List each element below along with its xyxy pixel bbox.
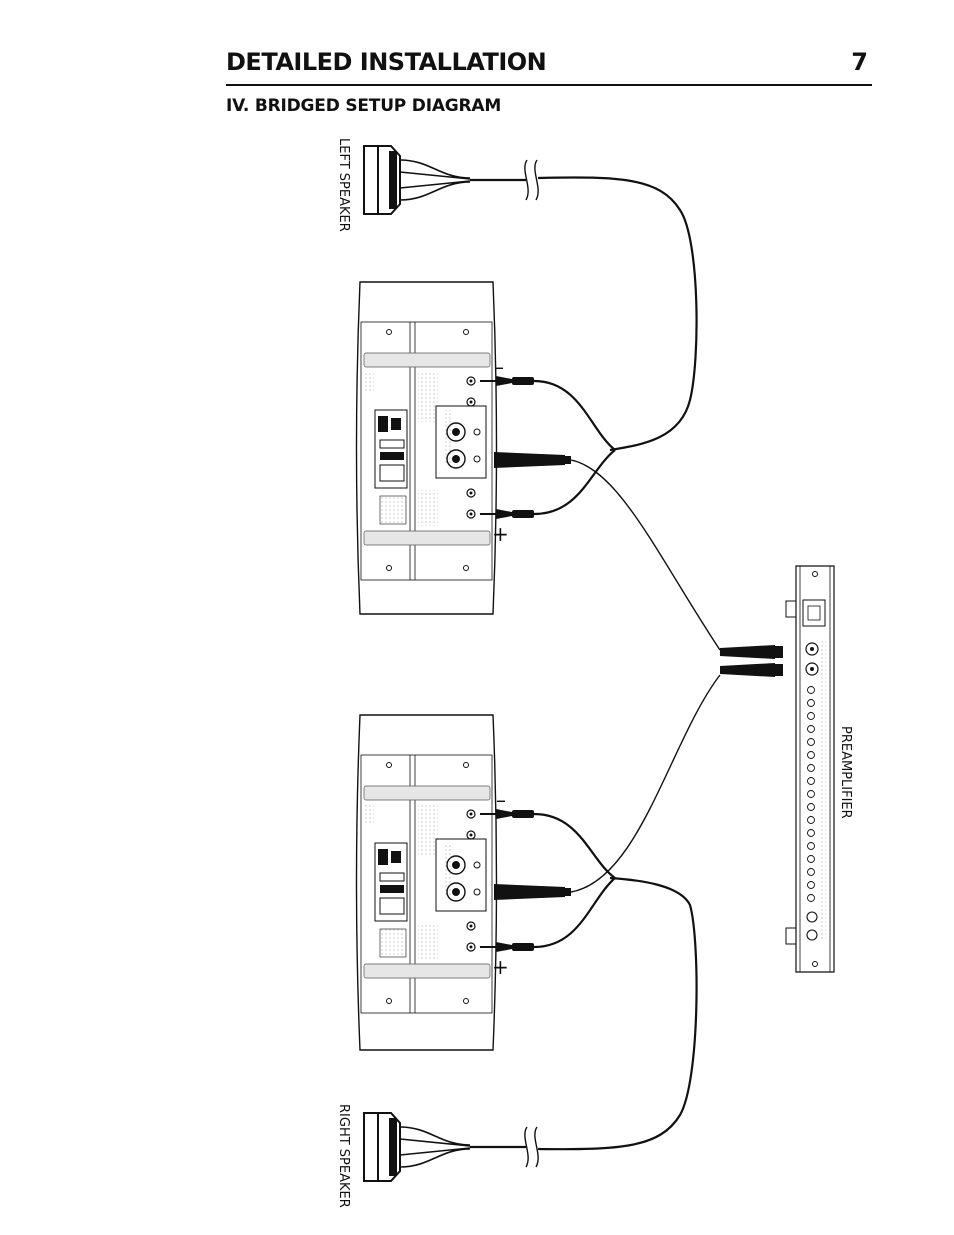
- amp-bottom-plus-sign: +: [492, 955, 509, 979]
- amp-bottom-speaker-plugs: [480, 809, 616, 952]
- amp-top-plus-sign: +: [492, 522, 509, 546]
- left-speaker: [363, 145, 471, 215]
- right-speaker-cable: [470, 876, 698, 1168]
- left-speaker-cable: [470, 159, 698, 452]
- right-speaker-label: RIGHT SPEAKER: [336, 1104, 351, 1208]
- amp-top-xlr-plug: [494, 452, 721, 651]
- amplifier-top: [355, 281, 498, 615]
- page-number: 7: [851, 48, 868, 76]
- right-speaker: [363, 1112, 471, 1182]
- amp-bottom-xlr-plug: [494, 674, 721, 900]
- amplifier-bottom: [355, 714, 498, 1051]
- preamplifier-label: PREAMPLIFIER: [838, 726, 853, 819]
- page-header: DETAILED INSTALLATION 7: [226, 46, 872, 86]
- amp-top-minus-sign: –: [494, 355, 504, 379]
- page-title: DETAILED INSTALLATION: [226, 48, 547, 76]
- amp-top-speaker-plugs: [480, 376, 616, 519]
- preamplifier: [785, 565, 835, 973]
- left-speaker-label: LEFT SPEAKER: [336, 138, 351, 232]
- preamp-xlr-plugs: [720, 645, 783, 677]
- section-title: IV. BRIDGED SETUP DIAGRAM: [226, 96, 502, 116]
- amp-bottom-minus-sign: –: [496, 788, 506, 812]
